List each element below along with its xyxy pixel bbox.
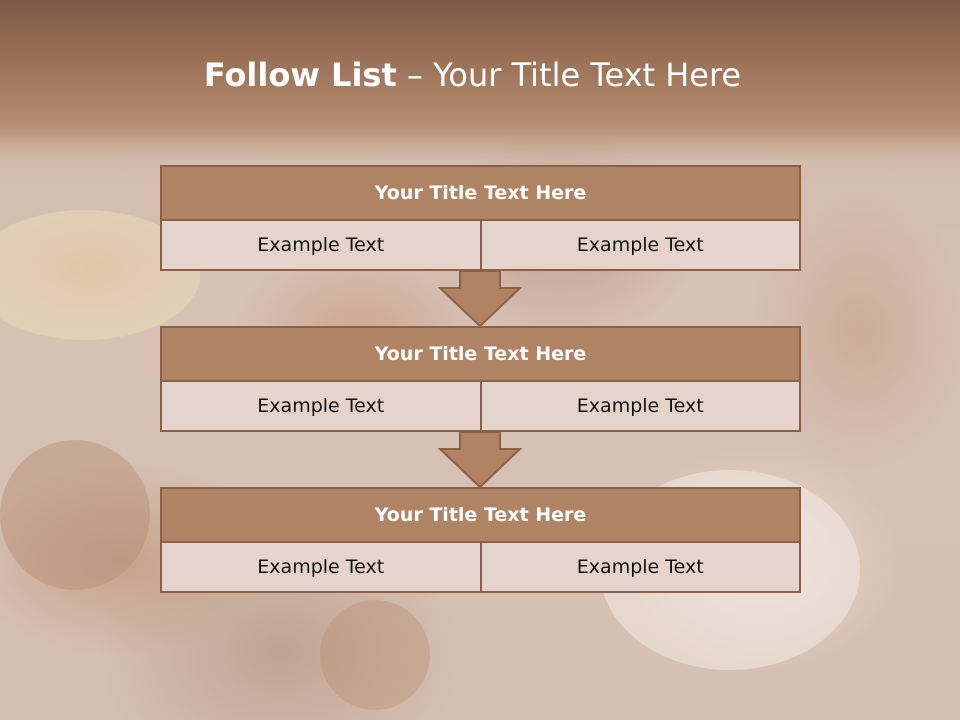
list-block-1: Your Title Text Here Example Text Exampl… xyxy=(160,165,801,271)
block-title: Your Title Text Here xyxy=(160,165,801,221)
header-band xyxy=(0,0,960,160)
block-cell-left: Example Text xyxy=(160,221,482,271)
down-arrow-icon xyxy=(438,270,522,328)
list-block-2: Your Title Text Here Example Text Exampl… xyxy=(160,326,801,432)
down-arrow-icon xyxy=(438,431,522,489)
pinecone-shape xyxy=(320,600,430,710)
block-row: Example Text Example Text xyxy=(160,543,801,593)
block-cell-left: Example Text xyxy=(160,543,482,593)
list-block-3: Your Title Text Here Example Text Exampl… xyxy=(160,487,801,593)
block-cell-left: Example Text xyxy=(160,382,482,432)
block-title: Your Title Text Here xyxy=(160,487,801,543)
pinecone-shape-left xyxy=(0,440,150,590)
slide-title: Follow List – Your Title Text Here xyxy=(0,56,945,94)
slide-title-rest: – Your Title Text Here xyxy=(396,56,742,94)
block-title: Your Title Text Here xyxy=(160,326,801,382)
block-cell-right: Example Text xyxy=(481,382,801,432)
block-cell-right: Example Text xyxy=(481,543,801,593)
block-row: Example Text Example Text xyxy=(160,221,801,271)
slide-title-bold: Follow List xyxy=(203,56,397,94)
block-cell-right: Example Text xyxy=(481,221,801,271)
block-row: Example Text Example Text xyxy=(160,382,801,432)
